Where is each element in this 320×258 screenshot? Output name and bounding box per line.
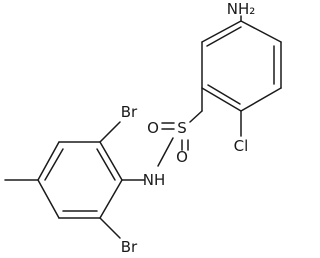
aromatic-inner-bond bbox=[206, 26, 242, 47]
aromatic-inner-bond bbox=[207, 84, 241, 105]
dibromotoluene-ring bbox=[37, 141, 123, 219]
bond bbox=[37, 179, 60, 219]
bond bbox=[201, 20, 242, 43]
bond bbox=[99, 141, 123, 181]
bromine-bottom-label: Br bbox=[121, 238, 138, 256]
bromine-top-label: Br bbox=[121, 103, 138, 121]
chlorine-label: Cl bbox=[234, 137, 249, 155]
bond bbox=[240, 87, 282, 112]
bond bbox=[240, 20, 282, 43]
bond bbox=[99, 179, 123, 219]
bond bbox=[37, 141, 60, 181]
bromine-bottom-bond bbox=[99, 217, 121, 239]
aromatic-inner-bond bbox=[96, 148, 116, 181]
sulfur-nitrogen-bond bbox=[157, 137, 174, 167]
bromine-top-bond bbox=[99, 121, 121, 143]
substituent-bonds bbox=[4, 15, 242, 239]
chemical-structure: NH₂ Cl S O O NH Br Br bbox=[4, 0, 282, 256]
amine-label: NH₂ bbox=[227, 0, 256, 18]
oxygen-top-label: O bbox=[147, 119, 159, 137]
bond bbox=[201, 87, 242, 112]
atom-labels: NH₂ Cl S O O NH Br Br bbox=[121, 0, 255, 256]
sulfur-label: S bbox=[177, 119, 187, 137]
ring-to-sulfur-bond bbox=[189, 110, 203, 123]
aromatic-inner-bond bbox=[44, 148, 64, 181]
oxygen-bottom-label: O bbox=[176, 148, 188, 166]
sulfonamide-nh-label: NH bbox=[143, 171, 166, 189]
chlorobenzene-ring bbox=[201, 20, 282, 112]
